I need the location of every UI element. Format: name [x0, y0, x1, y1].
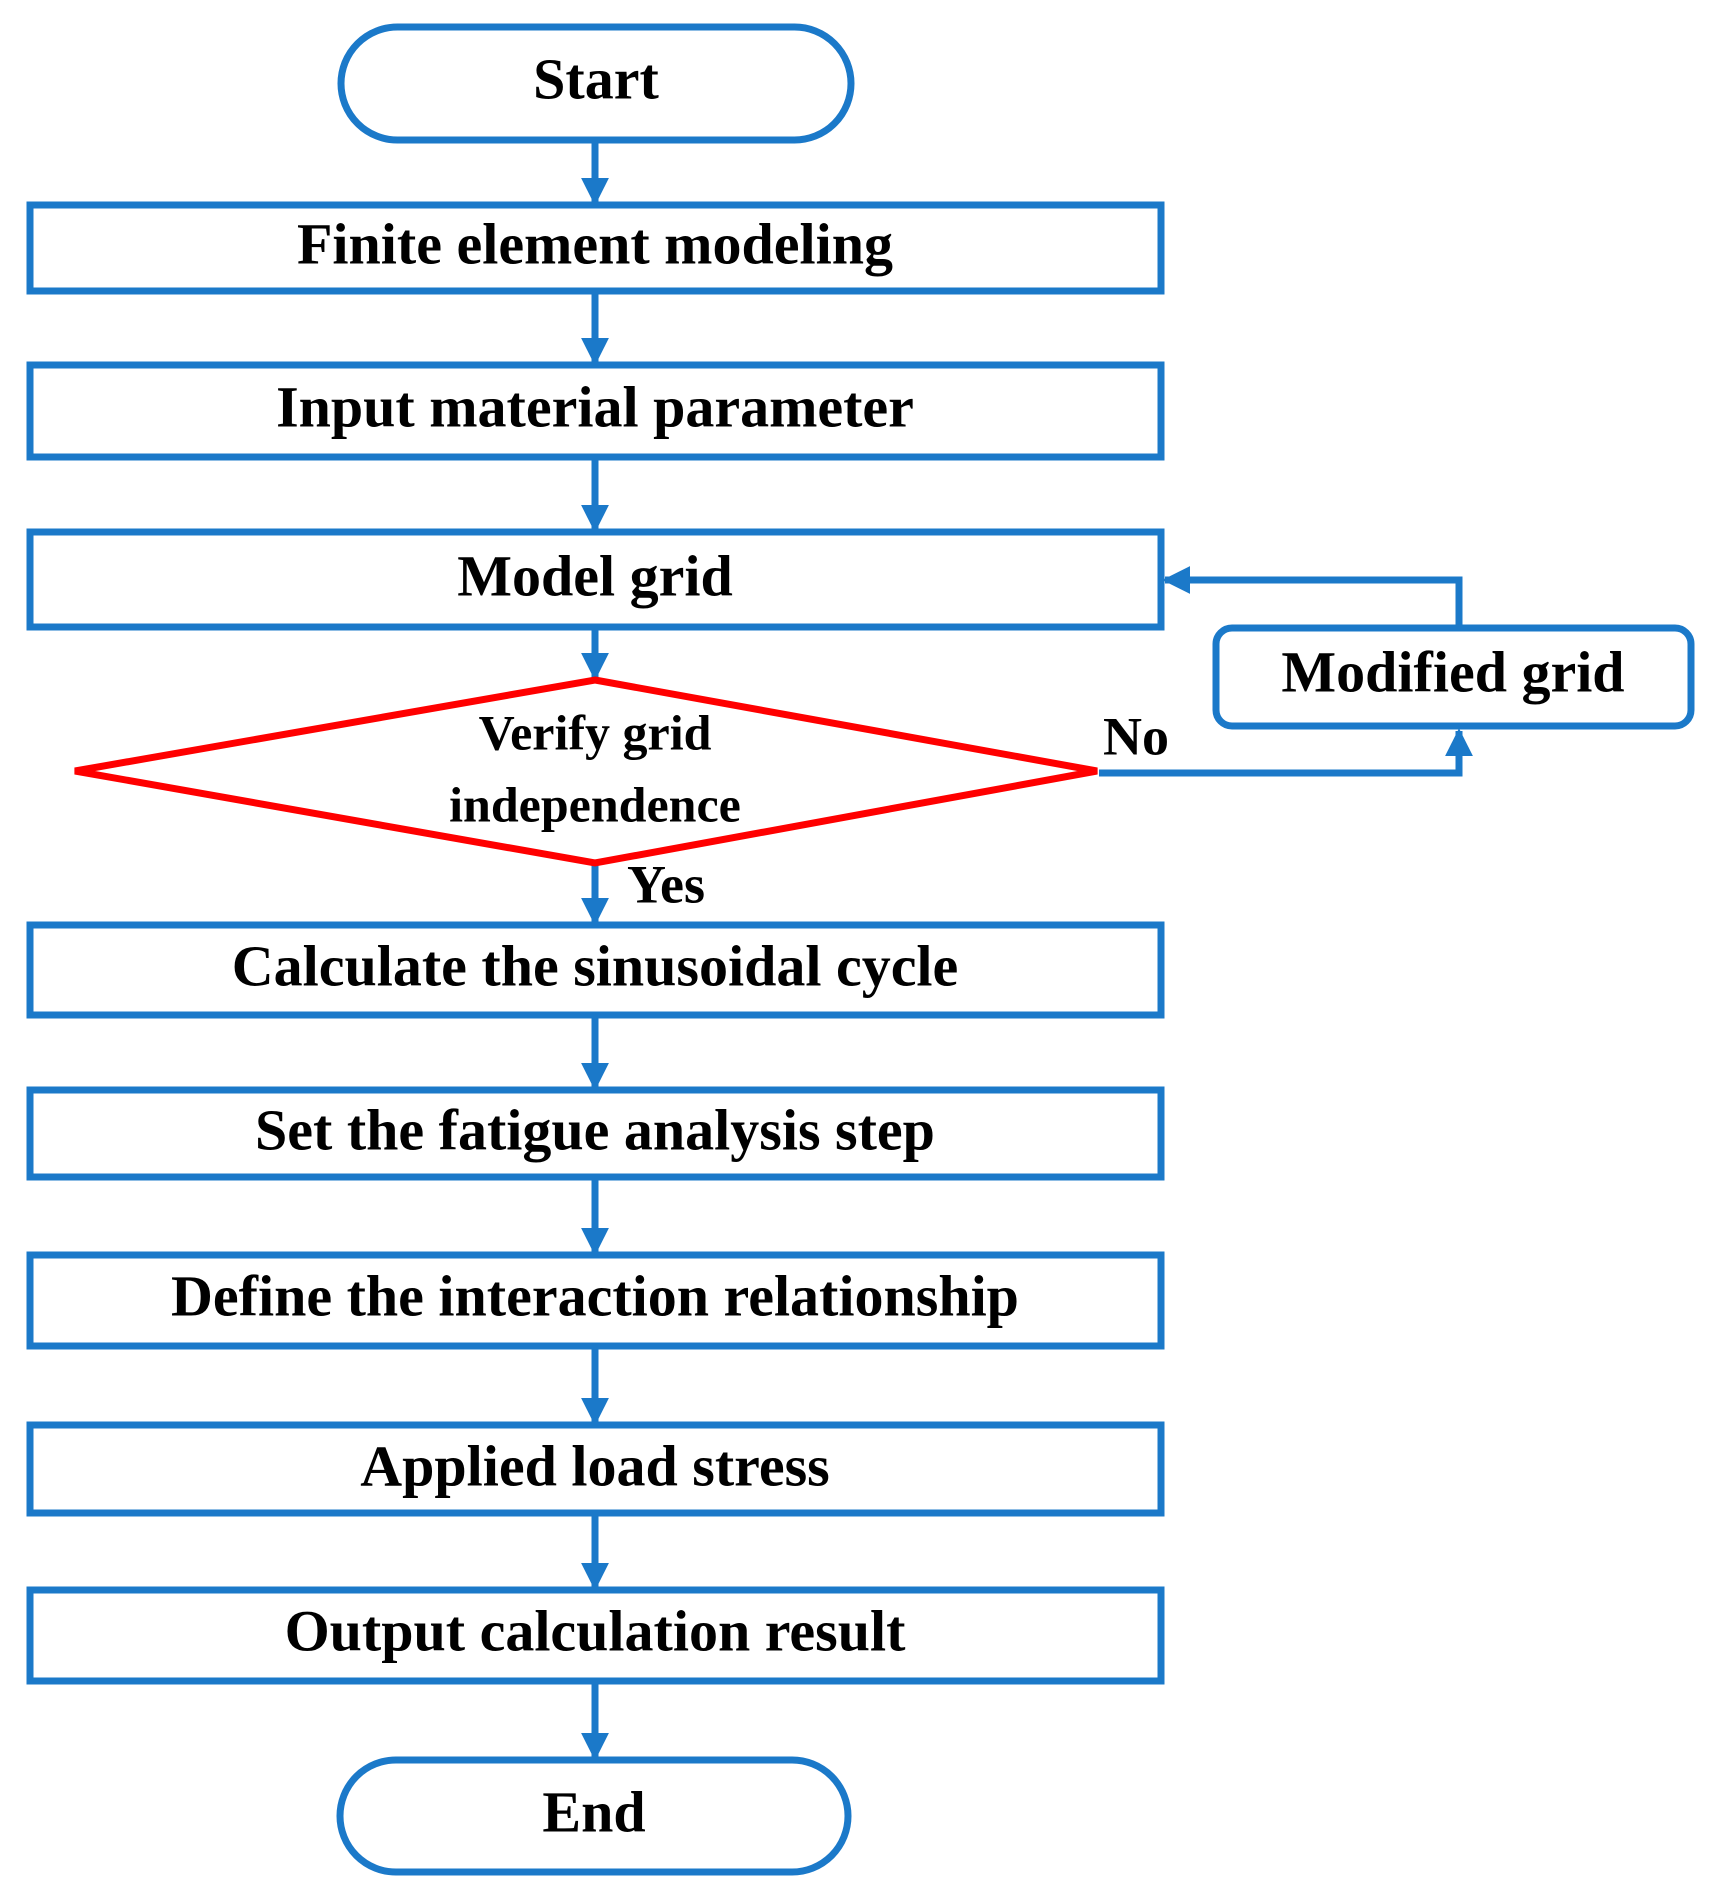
- connectors: [581, 140, 1473, 1761]
- modified-grid-box: [1212, 624, 1695, 730]
- output-result-box: [26, 1586, 1165, 1685]
- input-material-parameter-node: Input material parameter: [26, 361, 1165, 461]
- end-label: End: [542, 1779, 645, 1844]
- input-material-parameter-label: Input material parameter: [276, 374, 914, 439]
- finite-element-modeling-node: Finite element modeling: [26, 201, 1165, 295]
- verify-grid-independence-node: Verify grid independence: [74, 676, 1098, 867]
- define-interaction-label: Define the interaction relationship: [171, 1263, 1019, 1328]
- end-node: End: [336, 1756, 852, 1876]
- arrow-modified-to-grid: [1162, 566, 1463, 626]
- model-grid-box: [26, 528, 1165, 631]
- model-grid-node: Model grid: [26, 528, 1165, 631]
- set-fatigue-step-node: Set the fatigue analysis step: [26, 1086, 1165, 1181]
- applied-load-stress-node: Applied load stress: [26, 1421, 1165, 1517]
- set-fatigue-step-label: Set the fatigue analysis step: [255, 1097, 935, 1162]
- end-terminal-shape: [336, 1756, 852, 1876]
- model-grid-label: Model grid: [457, 543, 732, 608]
- start-terminal-shape: [337, 23, 855, 144]
- start-label: Start: [533, 46, 659, 111]
- finite-element-modeling-label: Finite element modeling: [297, 211, 893, 276]
- define-interaction-box: [26, 1251, 1165, 1350]
- arrow-verify-no-to-modified: [1099, 728, 1473, 777]
- calculate-sinusoidal-cycle-node: Calculate the sinusoidal cycle: [26, 921, 1165, 1019]
- output-result-node: Output calculation result: [26, 1586, 1165, 1685]
- applied-load-stress-box: [26, 1421, 1165, 1517]
- calculate-sinusoidal-cycle-box: [26, 921, 1165, 1019]
- no-edge-label: No: [1103, 706, 1169, 766]
- calculate-sinusoidal-cycle-label: Calculate the sinusoidal cycle: [232, 933, 959, 998]
- verify-decision-diamond: [74, 676, 1098, 867]
- start-node: Start: [337, 23, 855, 144]
- define-interaction-node: Define the interaction relationship: [26, 1251, 1165, 1350]
- input-material-parameter-box: [26, 361, 1165, 461]
- applied-load-stress-label: Applied load stress: [360, 1433, 829, 1498]
- modified-grid-label: Modified grid: [1281, 639, 1624, 704]
- finite-element-modeling-box: [26, 201, 1165, 295]
- yes-edge-label: Yes: [627, 854, 705, 914]
- verify-label-line1: Verify grid: [479, 704, 712, 760]
- verify-label-line2: independence: [449, 776, 741, 832]
- set-fatigue-step-box: [26, 1086, 1165, 1181]
- output-result-label: Output calculation result: [285, 1598, 907, 1663]
- modified-grid-node: Modified grid: [1212, 624, 1695, 730]
